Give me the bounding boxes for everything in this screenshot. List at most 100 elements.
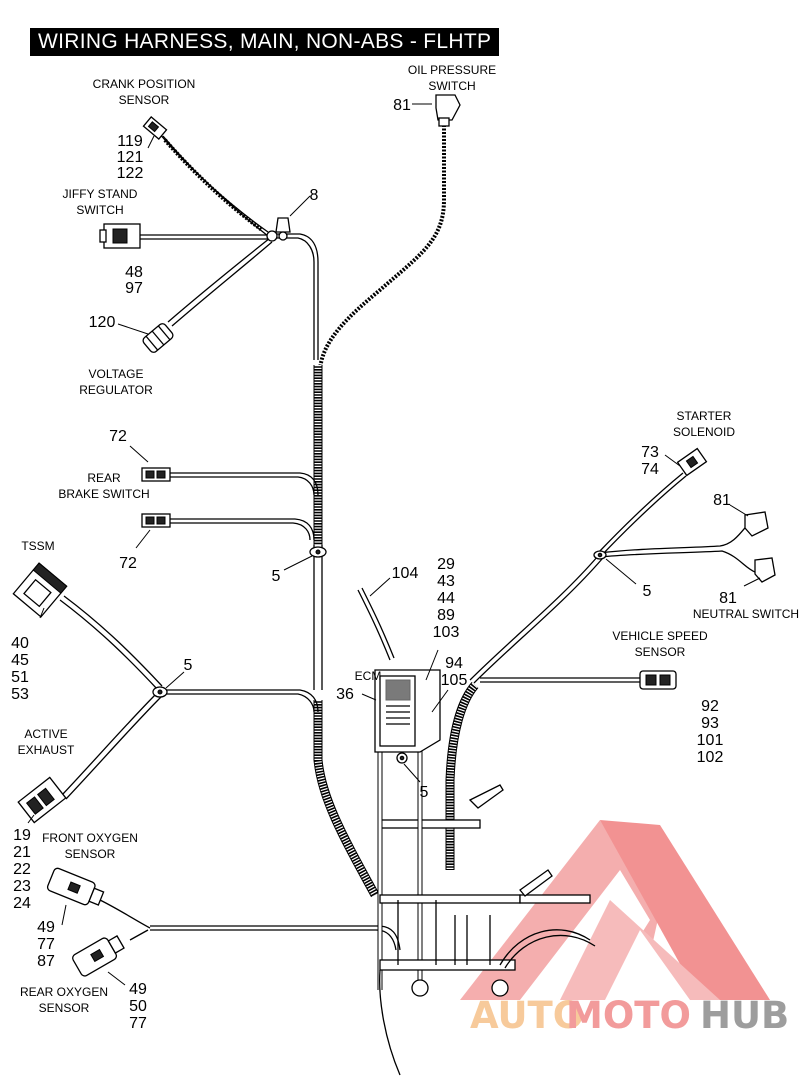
- active-exhaust-icon[interactable]: [17, 776, 67, 824]
- ecm-icon[interactable]: [374, 669, 441, 764]
- vehicle-speed-sensor-icon[interactable]: [639, 670, 677, 690]
- text-line: SENSOR: [119, 93, 170, 107]
- text-line: 49: [37, 919, 55, 936]
- text-line: 48: [125, 264, 143, 281]
- voltage-regulator-icon[interactable]: [141, 322, 174, 354]
- callout-clip-5-right: 5: [643, 583, 652, 600]
- text-line: 21: [13, 844, 31, 861]
- callout-rear-brake-top: 72: [109, 428, 127, 445]
- tssm-icon[interactable]: [12, 562, 68, 618]
- callout-clip-5-left: 5: [272, 568, 281, 585]
- text-line: 44: [437, 590, 455, 607]
- text-line: 101: [697, 732, 724, 749]
- text-line: 77: [129, 1015, 147, 1032]
- text-line: VEHICLE SPEED: [612, 629, 708, 643]
- callout-oil: 81: [393, 97, 411, 114]
- text-line: 122: [117, 165, 144, 182]
- text-line: 73: [641, 444, 659, 461]
- callout-clip-5-ecm: 5: [420, 784, 429, 801]
- clip-5-left-icon: [309, 546, 327, 558]
- text-line: BRAKE SWITCH: [58, 487, 149, 501]
- ecm-label: ECM: [355, 669, 382, 683]
- callout-rear-brake-bottom: 72: [119, 555, 137, 572]
- text-line: STARTER: [677, 409, 732, 423]
- callout-ecm-strap: 104: [392, 565, 419, 582]
- clip-5-mid-icon: [152, 686, 168, 698]
- oil-pressure-switch-label: OIL PRESSURE SWITCH: [408, 63, 496, 93]
- text-line: SENSOR: [635, 645, 686, 659]
- text-line: 49: [129, 981, 147, 998]
- watermark-text: AUTO MOTO HUB: [470, 994, 789, 1037]
- text-line: 97: [125, 280, 143, 297]
- text-line: 93: [701, 715, 719, 732]
- text-line: REAR OXYGEN: [20, 985, 108, 999]
- oil-pressure-switch-icon[interactable]: [435, 94, 461, 127]
- neutral-switch-top-icon[interactable]: [744, 511, 769, 537]
- text-line: 19: [13, 827, 31, 844]
- text-line: 105: [441, 672, 468, 689]
- text-line: 40: [11, 635, 29, 652]
- crank-position-sensor-label: CRANK POSITION SENSOR: [93, 77, 196, 107]
- rear-oxygen-sensor-label: REAR OXYGEN SENSOR: [20, 985, 108, 1015]
- text-line: 89: [437, 607, 455, 624]
- text-line: 51: [11, 669, 29, 686]
- text-line: CRANK POSITION: [93, 77, 196, 91]
- callout-neutral-top: 81: [713, 492, 731, 509]
- text-line: 23: [13, 878, 31, 895]
- text-line: VOLTAGE: [89, 367, 144, 381]
- text-line: SWITCH: [428, 79, 475, 93]
- text-line: FRONT OXYGEN: [42, 831, 138, 845]
- callout-voltage: 120: [89, 314, 116, 331]
- text-line: 92: [701, 698, 719, 715]
- rear-brake-switch-connector-bottom-icon[interactable]: [141, 513, 171, 528]
- text-line: 74: [641, 461, 659, 478]
- text-line: 53: [11, 686, 29, 703]
- text-line: SENSOR: [39, 1001, 90, 1015]
- watermark-part2: MOTO: [566, 994, 691, 1037]
- voltage-regulator-label: VOLTAGE REGULATOR: [79, 367, 153, 397]
- callout-neutral-bottom: 81: [719, 590, 737, 607]
- harness-junction-icon: [266, 230, 278, 242]
- text-line: 45: [11, 652, 29, 669]
- front-oxygen-sensor-icon[interactable]: [46, 867, 105, 909]
- starter-solenoid-label: STARTER SOLENOID: [673, 409, 735, 439]
- watermark-part3: HUB: [700, 994, 789, 1037]
- neutral-switch-bottom-icon[interactable]: [754, 557, 776, 583]
- rear-oxygen-sensor-icon[interactable]: [71, 932, 126, 978]
- text-line: 50: [129, 998, 147, 1015]
- rear-brake-switch-connector-top-icon[interactable]: [141, 467, 171, 482]
- watermark-logo-icon: [460, 820, 770, 1000]
- text-line: EXHAUST: [18, 743, 75, 757]
- text-line: SOLENOID: [673, 425, 735, 439]
- crank-position-sensor-icon[interactable]: [142, 116, 168, 140]
- text-line: SWITCH: [76, 203, 123, 217]
- text-line: 77: [37, 936, 55, 953]
- text-line: 87: [37, 953, 55, 970]
- clip-8-icon: [275, 217, 291, 241]
- watermark-part1: AUTO: [470, 994, 584, 1037]
- text-line: 29: [437, 556, 455, 573]
- text-line: 103: [433, 624, 460, 641]
- starter-solenoid-icon[interactable]: [676, 447, 708, 477]
- clip-5-right-icon: [593, 550, 607, 560]
- jiffy-stand-switch-icon[interactable]: [99, 223, 141, 249]
- text-line: OIL PRESSURE: [408, 63, 496, 77]
- text-line: REGULATOR: [79, 383, 153, 397]
- callout-ecm: 36: [336, 686, 354, 703]
- vehicle-speed-sensor-label: VEHICLE SPEED SENSOR: [612, 629, 708, 659]
- text-line: 22: [13, 861, 31, 878]
- callout-clip-5-mid: 5: [184, 657, 193, 674]
- text-line: 119: [117, 133, 143, 150]
- tssm-label: TSSM: [21, 539, 54, 553]
